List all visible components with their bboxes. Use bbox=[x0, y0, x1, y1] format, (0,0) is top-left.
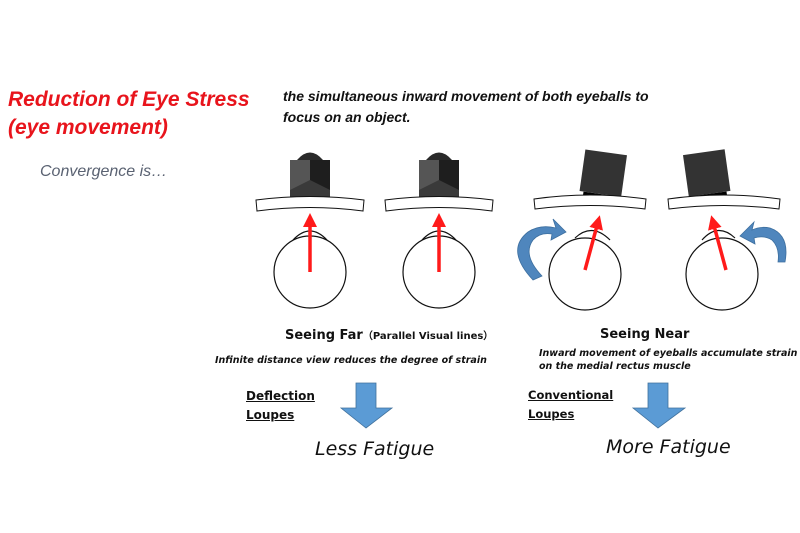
far-loupe-label-1: Deflection bbox=[246, 389, 315, 403]
near-loupe-label-1: Conventional bbox=[528, 388, 614, 402]
deflection-loupe-left bbox=[290, 152, 330, 201]
intro-text: Convergence is… bbox=[40, 163, 168, 180]
far-note: Infinite distance view reduces the degre… bbox=[215, 355, 487, 366]
down-arrow-far bbox=[339, 382, 394, 429]
deflection-loupe-right bbox=[419, 152, 459, 201]
definition-line-2: focus on an object. bbox=[283, 109, 411, 125]
near-result: More Fatigue bbox=[606, 436, 731, 458]
far-caption-sub: （Parallel Visual lines） bbox=[362, 331, 494, 342]
sight-arrows bbox=[303, 213, 728, 272]
conventional-loupe-left bbox=[579, 149, 627, 202]
definition-line-1: the simultaneous inward movement of both… bbox=[283, 88, 649, 104]
near-caption: Seeing Near bbox=[600, 327, 690, 342]
near-note-1: Inward movement of eyeballs accumulate s… bbox=[539, 348, 798, 359]
near-note-2: on the medial rectus muscle bbox=[539, 361, 691, 372]
far-result: Less Fatigue bbox=[315, 438, 435, 460]
rotation-arrow-right bbox=[739, 220, 787, 263]
down-arrow-near bbox=[631, 382, 687, 429]
far-caption: Seeing Far（Parallel Visual lines） bbox=[285, 327, 493, 343]
slide-title: Reduction of Eye Stress bbox=[8, 88, 250, 111]
conventional-loupe-right bbox=[683, 149, 731, 202]
near-loupe-label-2: Loupes bbox=[528, 407, 575, 421]
far-caption-main: Seeing Far bbox=[285, 328, 363, 343]
near-note: Inward movement of eyeballs accumulate s… bbox=[539, 347, 797, 373]
rotation-arrow-left bbox=[517, 218, 567, 281]
far-loupe-label-2: Loupes bbox=[246, 408, 295, 422]
slide-subtitle: (eye movement) bbox=[8, 116, 168, 139]
lens-plates bbox=[255, 194, 781, 212]
eyeballs bbox=[273, 229, 759, 311]
